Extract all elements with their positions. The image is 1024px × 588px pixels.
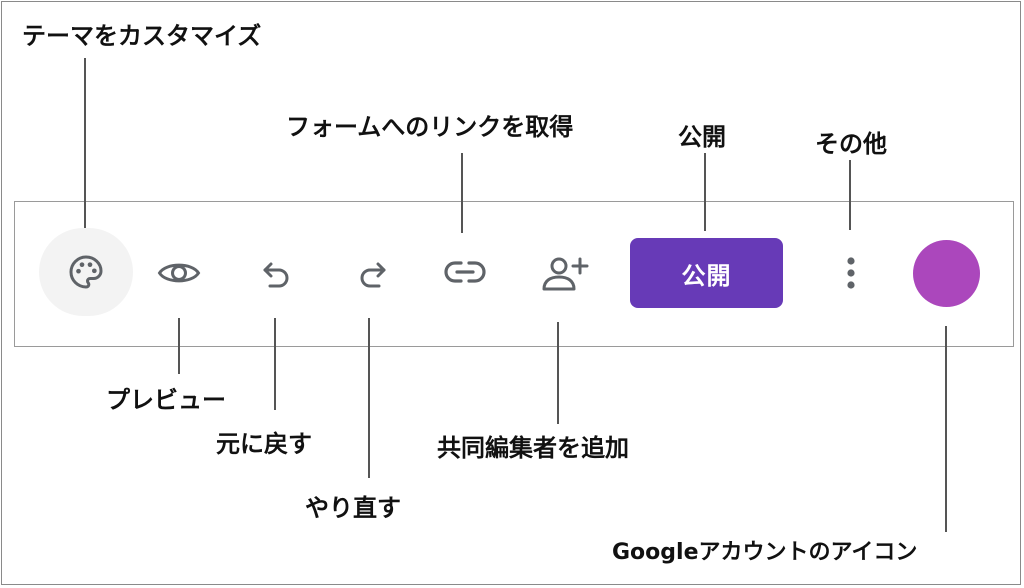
leader-line-customize-theme xyxy=(84,58,86,228)
label-add-collaborators: 共同編集者を追加 xyxy=(437,434,629,462)
eye-icon xyxy=(157,258,201,288)
toolbar xyxy=(14,201,1014,347)
leader-line-redo xyxy=(368,318,370,478)
palette-icon xyxy=(66,252,106,292)
leader-line-publish xyxy=(704,153,706,231)
preview-button[interactable] xyxy=(154,250,204,296)
label-preview: プレビュー xyxy=(106,386,226,414)
google-account-avatar[interactable] xyxy=(913,240,980,307)
more-vert-icon xyxy=(845,255,857,291)
get-link-button[interactable] xyxy=(440,252,490,292)
label-undo: 元に戻す xyxy=(216,430,312,458)
redo-button[interactable] xyxy=(349,250,395,296)
leader-line-get-link xyxy=(461,153,463,233)
leader-line-more xyxy=(849,160,851,230)
undo-icon xyxy=(259,255,295,291)
customize-theme-button[interactable] xyxy=(39,228,133,316)
leader-line-account xyxy=(945,326,947,532)
undo-button[interactable] xyxy=(254,250,300,296)
more-options-button[interactable] xyxy=(836,250,866,296)
label-get-link: フォームへのリンクを取得 xyxy=(286,113,574,141)
person-add-icon xyxy=(539,253,589,293)
add-collaborators-button[interactable] xyxy=(536,250,592,296)
redo-icon xyxy=(354,255,390,291)
leader-line-undo xyxy=(274,318,276,410)
publish-button[interactable]: 公開 xyxy=(630,238,783,308)
label-redo: やり直す xyxy=(305,494,401,522)
label-more: その他 xyxy=(815,130,887,158)
label-publish: 公開 xyxy=(678,123,726,151)
leader-line-preview xyxy=(178,318,180,374)
label-customize-theme: テーマをカスタマイズ xyxy=(22,22,262,50)
label-google-account-icon: Googleアカウントのアイコン xyxy=(612,540,918,565)
link-icon xyxy=(443,259,487,285)
leader-line-add-collaborators xyxy=(557,322,559,424)
